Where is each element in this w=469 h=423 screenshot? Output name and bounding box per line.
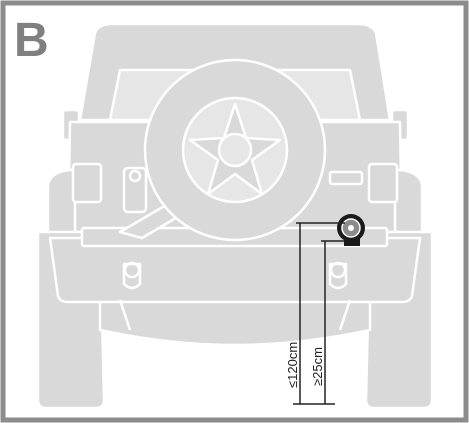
undercarriage-link-right bbox=[338, 299, 352, 331]
tail-light-right bbox=[367, 162, 399, 204]
ground-clearance-label: ≥25cm bbox=[310, 347, 325, 386]
tailgate-handle bbox=[128, 169, 142, 183]
tow-hook-right bbox=[328, 261, 348, 290]
tailgate-bar bbox=[328, 170, 364, 186]
vehicle-fender-left bbox=[46, 168, 77, 240]
panel-letter: B bbox=[14, 14, 49, 67]
spare-hub bbox=[217, 132, 253, 168]
tow-hook-left bbox=[122, 261, 142, 290]
mount-height-label: ≤120cm bbox=[285, 342, 300, 388]
vehicle-fender-right bbox=[393, 168, 424, 240]
tail-light-left bbox=[71, 162, 103, 204]
vehicle-undercarriage bbox=[98, 298, 372, 347]
undercarriage-link-left bbox=[118, 299, 132, 331]
dimension-ground-clearance bbox=[321, 240, 344, 404]
vehicle-rear-view bbox=[36, 22, 434, 410]
work-lamp-icon bbox=[337, 214, 365, 246]
dimension-mount-height bbox=[293, 222, 345, 405]
tailgate-hinge bbox=[122, 166, 148, 214]
rear-bumper bbox=[48, 236, 422, 304]
